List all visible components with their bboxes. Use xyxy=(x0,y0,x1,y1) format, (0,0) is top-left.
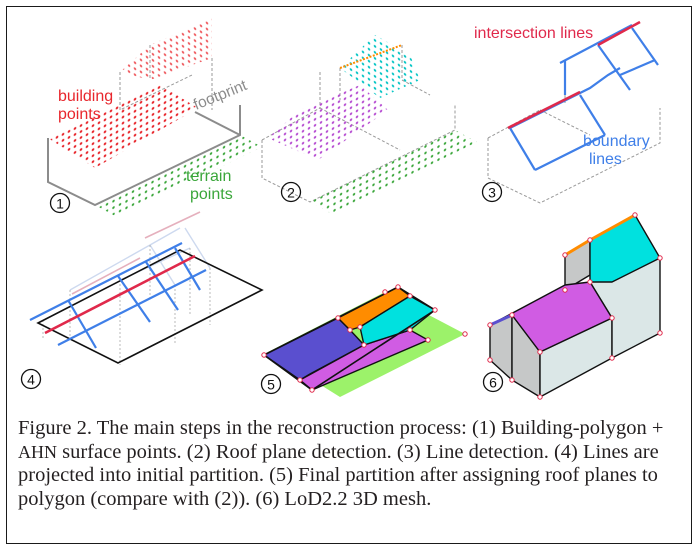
mesh-vertices xyxy=(487,212,663,400)
reconstruction-steps-figure: building points footprint terrain points… xyxy=(20,18,663,400)
terrain-points-area-2 xyxy=(310,130,477,214)
footprint-polygon xyxy=(36,249,264,364)
step-number-3: 3 xyxy=(488,185,496,201)
step-number-4: 4 xyxy=(27,372,35,388)
label-terrain-points-line2: points xyxy=(190,186,233,203)
step-number-circle-5 xyxy=(260,373,282,395)
upper-roof-points xyxy=(120,18,212,80)
step-number-6: 6 xyxy=(489,375,497,391)
label-boundary-lines-line2: lines xyxy=(589,151,622,168)
step-number-circle-2 xyxy=(280,181,302,203)
footprint-edge xyxy=(194,111,241,136)
figure-caption: Figure 2. The main steps in the reconstr… xyxy=(18,417,686,511)
projected-intersection-line xyxy=(44,254,196,335)
panel-3: intersection lines boundary lines 3 xyxy=(474,20,661,204)
step-number-circle-6 xyxy=(482,371,504,393)
caption-text-1: Figure 2. The main steps in the reconstr… xyxy=(18,417,664,439)
purple-roof-points xyxy=(268,85,388,160)
caption-ahn: AHN xyxy=(18,441,57,462)
orange-ridge-points xyxy=(339,44,403,69)
panel-2: 2 xyxy=(261,35,477,214)
label-footprint: footprint xyxy=(191,77,250,114)
step-number-circle-3 xyxy=(481,181,503,203)
mesh-roof-orange xyxy=(564,238,591,257)
label-boundary-lines-line1: boundary xyxy=(583,133,650,150)
panel-6: 6 xyxy=(482,212,663,400)
intersection-lines xyxy=(507,20,641,130)
step-number-2: 2 xyxy=(287,185,295,201)
panel-1: building points footprint terrain points… xyxy=(47,18,262,217)
label-terrain-points-line1: terrain xyxy=(186,168,231,185)
step-number-circle-1 xyxy=(49,192,71,214)
partition-vertices xyxy=(261,284,468,393)
lower-roof-points xyxy=(48,85,198,168)
panel-5: 5 xyxy=(260,284,468,397)
caption-text-2: surface points. (2) Roof plane detection… xyxy=(18,440,659,510)
label-intersection-lines: intersection lines xyxy=(474,25,593,42)
panel-4: 4 xyxy=(20,211,264,390)
terrain-points-area xyxy=(95,135,262,217)
mesh-roof-blue-edge xyxy=(489,313,513,327)
step-number-5: 5 xyxy=(267,377,275,393)
projected-boundary-lines xyxy=(29,242,207,349)
label-building-points-line1: building xyxy=(58,88,113,105)
cyan-roof-points xyxy=(340,35,420,98)
label-building-points-line2: points xyxy=(58,106,101,123)
step-number-circle-4 xyxy=(20,368,42,390)
step-number-1: 1 xyxy=(56,196,64,212)
